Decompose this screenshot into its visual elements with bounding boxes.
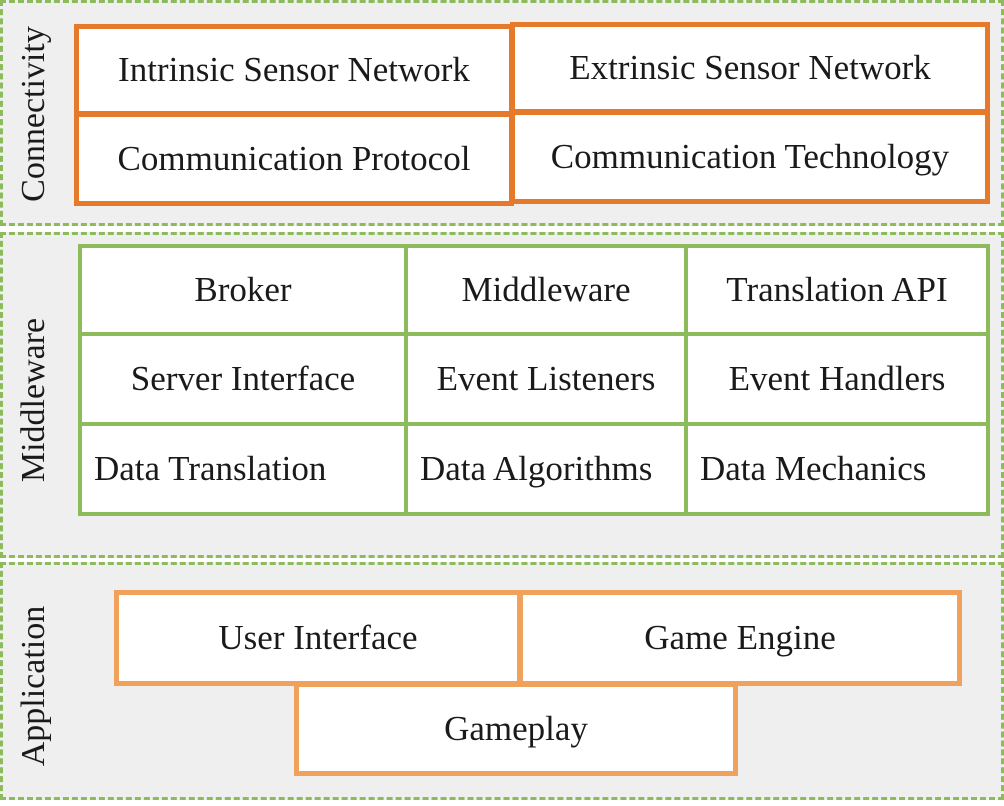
connectivity-layer-label: Connectivity [15,26,52,202]
gameplay-box: Gameplay [294,682,738,776]
broker-box: Broker [78,244,408,336]
communication-protocol-box: Communication Protocol [74,112,514,206]
game-engine-box: Game Engine [518,590,962,686]
middleware-layer-label: Middleware [15,317,52,483]
event-listeners-box: Event Listeners [404,332,688,426]
data-translation-box: Data Translation [78,422,408,516]
extrinsic-sensor-network-box: Extrinsic Sensor Network [510,22,990,114]
translation-api-box: Translation API [684,244,990,336]
middleware-box: Middleware [404,244,688,336]
application-layer-label: Application [15,605,52,767]
data-mechanics-box: Data Mechanics [684,422,990,516]
event-handlers-box: Event Handlers [684,332,990,426]
server-interface-box: Server Interface [78,332,408,426]
communication-technology-box: Communication Technology [510,110,990,204]
user-interface-box: User Interface [114,590,522,686]
intrinsic-sensor-network-box: Intrinsic Sensor Network [74,24,514,116]
data-algorithms-box: Data Algorithms [404,422,688,516]
